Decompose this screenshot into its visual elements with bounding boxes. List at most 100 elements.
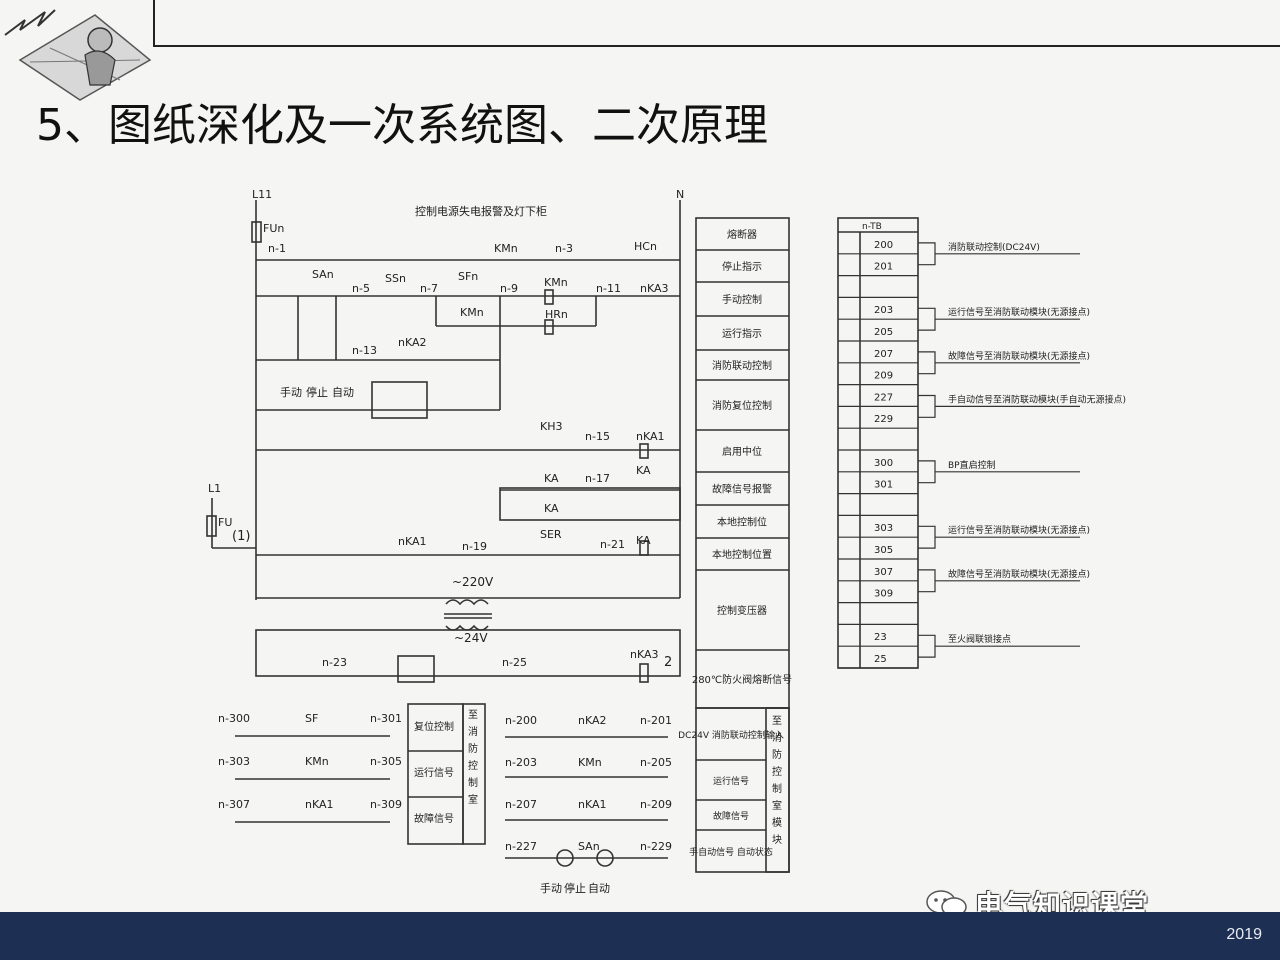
left-block-from: n-303 <box>218 755 250 768</box>
slide-title: 5、图纸深化及一次系统图、二次原理 <box>36 100 768 151</box>
function-col2-side-char: 防 <box>772 748 782 761</box>
wire-label: n-11 <box>596 282 621 295</box>
terminal-row-label: 201 <box>874 262 893 273</box>
terminal-note: 至火阀联锁接点 <box>948 633 1011 645</box>
terminal-note: BP直启控制 <box>948 459 996 471</box>
device-label: SER <box>540 528 562 541</box>
left-block-side-char: 制 <box>468 776 478 789</box>
wire-label: n-21 <box>600 538 625 551</box>
supply-l1: L1 <box>208 482 221 495</box>
device-label: KA <box>544 502 559 515</box>
terminal-row-label: 309 <box>874 589 893 600</box>
function-col-label: 消防复位控制 <box>712 399 772 412</box>
mid-block-device: KMn <box>578 756 602 769</box>
switch-position-label: 停止 <box>306 385 328 399</box>
terminal-row-label: 301 <box>874 480 893 491</box>
function-col-label: 启用中位 <box>722 445 762 458</box>
function-col-label: 控制变压器 <box>717 604 767 617</box>
function-col-label: 本地控制位 <box>717 516 767 529</box>
left-block-side-char: 至 <box>468 709 478 721</box>
left-block-from: n-300 <box>218 712 250 725</box>
mid-switch-position-label: 停止 <box>564 881 586 895</box>
function-col2-label: 手自动信号 自动状态 <box>689 846 773 858</box>
company-logo <box>4 9 152 101</box>
device-label: KMn <box>494 242 518 255</box>
left-block-device: KMn <box>305 755 329 768</box>
terminal-note-bracket <box>918 569 1080 593</box>
transformer-primary: ~220V <box>452 575 494 589</box>
supply-l11: L11 <box>252 188 272 201</box>
device-label: KMn <box>544 276 568 289</box>
terminal-note-bracket <box>918 242 1080 266</box>
function-col2-label: DC24V 消防联动控制输入 <box>678 729 784 741</box>
function-col-label: 280℃防火阀熔断信号 <box>692 673 792 686</box>
terminal-row-label: 209 <box>874 371 893 382</box>
function-col-label: 停止指示 <box>722 260 762 273</box>
header-divider <box>155 45 1280 47</box>
function-col2-side-char: 制 <box>772 782 782 795</box>
mid-block-to: n-229 <box>640 840 672 853</box>
ref-2: 2 <box>664 655 672 670</box>
transformer-secondary: ~24V <box>454 631 488 645</box>
device-label: nKA3 <box>630 648 659 661</box>
terminal-row-label: 300 <box>874 458 893 469</box>
function-col2-side-char: 至 <box>772 715 782 727</box>
terminal-note-bracket <box>918 634 1080 658</box>
terminal-row-label: 200 <box>874 240 893 251</box>
terminal-note-bracket <box>918 307 1080 331</box>
device-label: nKA1 <box>636 430 665 443</box>
mid-block-from: n-200 <box>505 714 537 727</box>
terminal-row-label: 229 <box>874 414 893 425</box>
left-block-device: nKA1 <box>305 798 334 811</box>
terminal-row-label: 207 <box>874 349 893 360</box>
mid-switch-position-label: 手动 <box>540 881 562 895</box>
mid-block-device: SAn <box>578 840 600 853</box>
control-header: 控制电源失电报警及灯下柜 <box>415 204 547 218</box>
mid-block-device: nKA2 <box>578 714 607 727</box>
device-label: nKA1 <box>398 535 427 548</box>
device-label: nKA2 <box>398 336 427 349</box>
wire-label: n-19 <box>462 540 487 553</box>
device-label: KA <box>544 472 559 485</box>
fuse-fun: FUn <box>263 222 284 235</box>
terminal-row-label: 227 <box>874 392 893 403</box>
left-block-to: n-305 <box>370 755 402 768</box>
function-col2-label: 运行信号 <box>713 775 749 787</box>
header-divider-vertical <box>153 0 155 47</box>
terminal-note-bracket <box>918 394 1080 418</box>
terminal-row-label: 23 <box>874 632 887 643</box>
function-col2-side-char: 模 <box>772 817 782 829</box>
footer-year: 2019 <box>1226 926 1262 943</box>
wire-label: n-23 <box>322 656 347 669</box>
left-block-device: SF <box>305 712 318 725</box>
terminal-note-bracket <box>918 351 1080 375</box>
terminal-row-label: 307 <box>874 567 893 578</box>
terminal-row-label: 205 <box>874 327 893 338</box>
mid-block-from: n-207 <box>505 798 537 811</box>
device-label: KA <box>636 464 651 477</box>
device-label: KA <box>636 534 651 547</box>
function-col-label: 故障信号报警 <box>712 483 772 496</box>
device-label: KMn <box>460 306 484 319</box>
left-block-to: n-301 <box>370 712 402 725</box>
left-block-side-char: 控 <box>468 759 478 772</box>
footer-bar: 2019 <box>0 912 1280 960</box>
mid-block-from: n-203 <box>505 756 537 769</box>
function-col2-side-char: 消 <box>772 731 782 744</box>
terminal-note: 故障信号至消防联动模块(无源接点) <box>948 350 1090 362</box>
device-label: KH3 <box>540 420 562 433</box>
terminal-note: 手自动信号至消防联动模块(手自动无源接点) <box>948 393 1126 405</box>
wire-label: n-17 <box>585 472 610 485</box>
wire-label: n-7 <box>420 282 438 295</box>
wire-label: n-1 <box>268 242 286 255</box>
terminal-note-bracket <box>918 525 1080 549</box>
left-block-side-char: 室 <box>468 793 478 806</box>
terminal-row-label: 305 <box>874 545 893 556</box>
left-block-label: 故障信号 <box>414 812 454 825</box>
fuse-fu: FU <box>218 516 232 529</box>
function-col-label: 熔断器 <box>727 228 757 241</box>
device-label: SFn <box>458 270 478 283</box>
terminal-note: 消防联动控制(DC24V) <box>948 241 1040 253</box>
function-col2-side-char: 控 <box>772 765 782 778</box>
device-label: HRn <box>545 308 568 321</box>
